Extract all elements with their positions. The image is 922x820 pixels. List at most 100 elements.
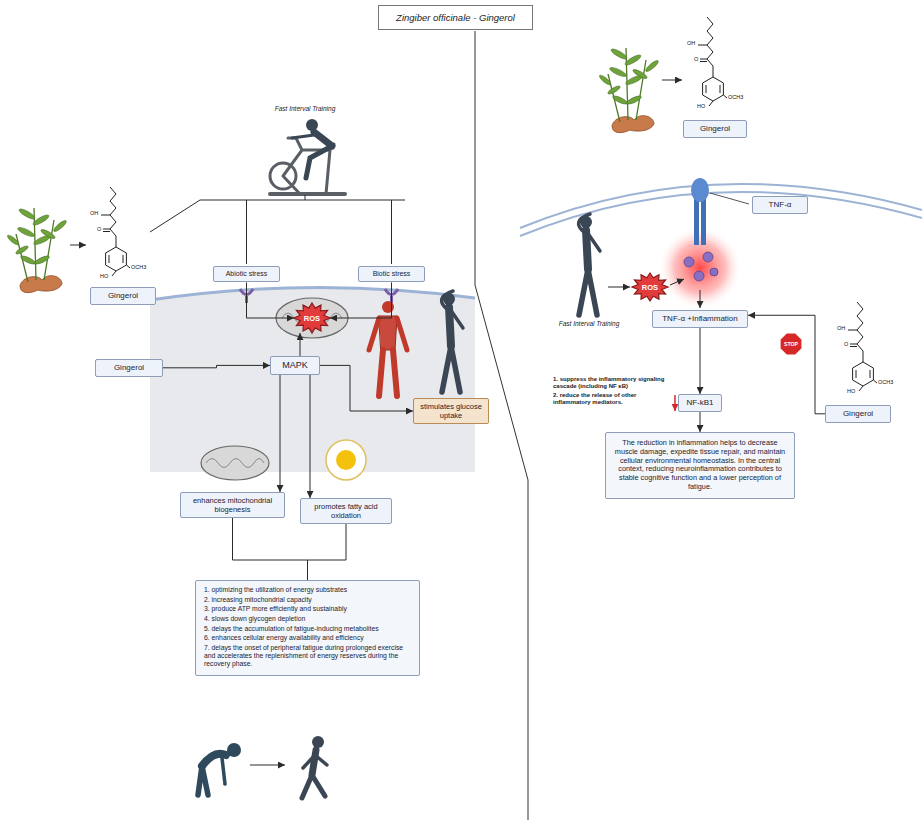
running-person	[312, 736, 324, 748]
label-slot: OH	[687, 41, 695, 47]
ros-burst: ROS	[294, 303, 330, 333]
caption-label: Fast Interval Training	[262, 105, 348, 112]
tnf-receptor	[701, 198, 706, 245]
muscle-figure	[369, 301, 407, 396]
list-box: 1. optimizing the utilization of energy …	[195, 580, 420, 676]
left-plant	[101, 187, 130, 276]
tired-person	[198, 743, 241, 795]
label-slot: O	[844, 342, 848, 348]
right-plant	[598, 17, 727, 133]
cyclist	[292, 135, 314, 138]
node-text: ROS	[642, 283, 658, 292]
node-text: MAPK	[275, 360, 315, 371]
connector	[233, 518, 308, 580]
label-slot: OCH3	[131, 265, 146, 271]
cyclist	[292, 119, 332, 178]
connector	[247, 282, 295, 318]
left-plant	[6, 187, 130, 293]
label-slot: OH	[837, 326, 845, 332]
connector	[330, 282, 392, 318]
cytokine	[684, 252, 718, 281]
connector	[700, 328, 701, 394]
mitochondrion	[206, 459, 264, 468]
atom-label: OCH3	[131, 265, 146, 271]
connector	[280, 375, 281, 492]
label-slot: Fast Interval Training	[553, 320, 625, 327]
atom-label: OCH3	[878, 380, 893, 386]
fat-droplet	[326, 440, 366, 480]
process-box: Biotic stress	[358, 266, 425, 282]
title-box: Zingiber officinale - Gingerol	[378, 5, 533, 30]
atom-label: O	[694, 57, 698, 63]
connector	[300, 333, 301, 356]
process-box: enhances mitochondrial biogenesis	[180, 492, 285, 518]
muscle-figure	[379, 316, 397, 350]
node-text: Gingerol	[688, 124, 742, 134]
cytokine	[684, 257, 694, 267]
stop-sign: STOP	[780, 333, 802, 355]
process-box: Gingerol	[95, 359, 163, 377]
cell	[150, 287, 475, 472]
left-plant	[6, 207, 67, 292]
atom-label: OCH3	[728, 95, 743, 101]
connector	[308, 524, 347, 580]
connector	[748, 315, 825, 414]
node-text: The reduction in inflammation helps to d…	[614, 439, 786, 492]
node-item: 4. slows down glycogen depletion	[204, 615, 411, 623]
label-slot: OCH3	[878, 380, 893, 386]
process-box: Gingerol	[825, 405, 891, 423]
node-text: NF-kB1	[683, 398, 717, 408]
starburst-shape	[632, 273, 668, 301]
cytokine	[694, 271, 704, 281]
node-text: Biotic stress	[363, 270, 420, 278]
atom-label: OH	[837, 326, 845, 332]
connector	[320, 365, 413, 411]
muscle-figure	[369, 318, 407, 350]
node-text: Gingerol	[95, 291, 151, 301]
connector	[700, 412, 701, 432]
label-slot: Fast Interval Training	[262, 105, 348, 112]
node-item: 2. increasing mitochondrial capacity	[204, 596, 411, 604]
arrow	[608, 287, 630, 288]
label-slot: HO	[100, 274, 108, 280]
cyclist	[314, 132, 332, 146]
label-slot: 1. suppress the inflammatory signaling c…	[553, 376, 669, 390]
tnf-receptor	[691, 178, 709, 245]
mitochondrion	[201, 446, 269, 480]
running-person	[303, 755, 327, 768]
exercise-bike	[283, 138, 334, 194]
running-person	[302, 736, 327, 798]
starburst-shape	[294, 303, 330, 333]
node-text: TNF-α	[757, 200, 803, 210]
label-slot: O	[694, 57, 698, 63]
node-text: STOP	[784, 341, 798, 347]
node-text: Gingerol	[830, 409, 886, 419]
muscle-figure	[379, 350, 397, 396]
node-item: 7. delays the onset of peripheral fatigu…	[204, 644, 411, 668]
atom-label: OH	[90, 211, 98, 217]
right-plant	[698, 17, 727, 106]
arrow	[700, 290, 701, 308]
node-text: Abiotic stress	[218, 270, 275, 278]
node-item: 3. produce ATP more efficiently and sust…	[204, 605, 411, 613]
atom-label: OH	[687, 41, 695, 47]
process-box: Abiotic stress	[213, 266, 280, 282]
cytokine	[710, 268, 718, 276]
label-slot: OH	[90, 211, 98, 217]
node-text: 1. optimizing the utilization of energy …	[204, 586, 411, 594]
octagon-shape	[780, 333, 802, 355]
label-slot: HO	[847, 389, 855, 395]
cell	[150, 287, 475, 472]
leader-line	[710, 193, 749, 204]
node-text: Gingerol	[100, 363, 158, 373]
label-slot: O	[97, 227, 101, 233]
label-slot: OCH3	[728, 95, 743, 101]
gingerol-structure	[848, 302, 877, 391]
process-box: stimulates glucose uptake	[413, 398, 489, 424]
tired-person	[222, 758, 225, 784]
caption-label: Fast Interval Training	[553, 320, 625, 327]
atom-label: O	[97, 227, 101, 233]
process-box: Gingerol	[90, 287, 156, 305]
stretching-person	[442, 291, 463, 392]
